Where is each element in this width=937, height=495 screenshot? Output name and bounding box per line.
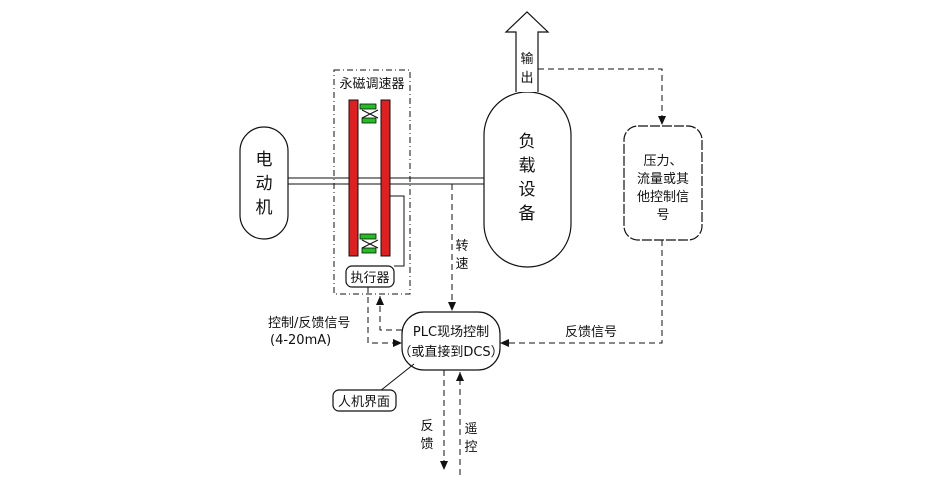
speed-label-char-0: 转 [455, 239, 468, 254]
motor-label-char-1: 动 [256, 174, 273, 194]
edge-plc-to-actuator [376, 296, 402, 331]
motor-label-char-0: 电 [256, 150, 273, 170]
plc-node: PLC现场控制 （或直接到DCS） [398, 311, 504, 371]
output-label-char-0: 输 [520, 51, 533, 67]
remote-ctrl-char-1: 控 [464, 440, 477, 455]
feedback-down-char-1: 馈 [420, 437, 433, 452]
actuator-node [345, 265, 395, 288]
output-arrow: 输 出 [504, 11, 550, 92]
feedback-down-char-0: 反 [420, 419, 433, 434]
signal-source-line-1: 压力、 [643, 154, 682, 169]
load-node: 负 载 设 备 [483, 91, 572, 268]
hmi-label: 人机界面 [338, 395, 390, 410]
magnet-top-2 [361, 117, 377, 124]
load-label-char-3: 备 [519, 204, 536, 224]
magnet-bottom-2 [361, 247, 377, 254]
motor-label-char-2: 机 [256, 198, 273, 218]
load-label-char-1: 载 [519, 156, 536, 176]
signal-source-node: 压力、 流量或其 他控制信 号 [623, 125, 703, 241]
coupler-label: 永磁调速器 [339, 77, 404, 92]
actuator-label: 执行器 [350, 271, 389, 286]
edge-actuator-to-plc [367, 287, 402, 347]
rotor-plate-left [348, 99, 359, 257]
actuator-linkage [390, 195, 405, 267]
motor-node: 电 动 机 [239, 126, 289, 240]
bearing-top [361, 109, 379, 119]
plc-label-line-2: （或直接到DCS） [398, 344, 503, 360]
bearing-bottom [361, 239, 379, 249]
speed-label-char-1: 速 [455, 257, 468, 272]
edge-signal-to-plc [500, 240, 663, 347]
signal-source-line-3: 他控制信 [637, 190, 689, 205]
ctrl-feedback-unit: (4-20mA) [270, 333, 331, 348]
feedback-signal-label: 反馈信号 [565, 325, 617, 340]
load-label-char-2: 设 [519, 180, 536, 200]
magnet-bottom-1 [359, 233, 377, 240]
ctrl-feedback-label: 控制/反馈信号 [268, 316, 350, 331]
rotor-plate-right [380, 99, 391, 257]
signal-source-line-4: 号 [656, 208, 669, 223]
output-label-char-1: 出 [520, 71, 533, 86]
hmi-node: 人机界面 [332, 363, 415, 412]
signal-source-line-2: 流量或其 [637, 172, 689, 187]
edge-output-to-signal [538, 68, 666, 125]
magnet-top-1 [359, 103, 377, 110]
coupler-enclosure: 永磁调速器 执行器 [333, 69, 411, 295]
remote-ctrl-char-0: 遥 [464, 422, 477, 437]
load-label-char-0: 负 [519, 132, 536, 152]
plc-label-line-1: PLC现场控制 [413, 325, 489, 340]
